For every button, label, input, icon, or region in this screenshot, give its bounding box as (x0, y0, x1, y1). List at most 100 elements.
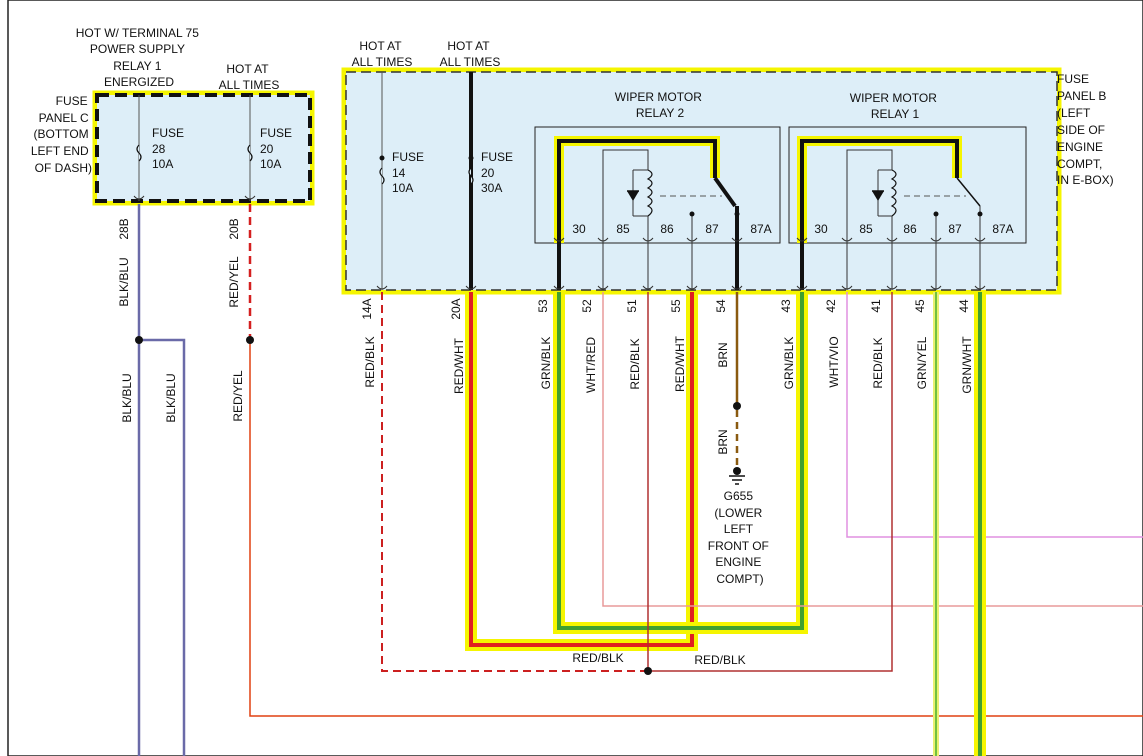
relay-1-pin-30: 30 (814, 222, 828, 236)
terminal-53: 53 (536, 299, 550, 313)
wire-blk-blu-branch (139, 338, 186, 756)
wire-label-brn-54: BRN (716, 342, 730, 367)
ground-label: G655 (LOWER LEFT FRONT OF ENGINE COMPT) (708, 489, 772, 586)
fuse-panel-c-supply-1: HOT W/ TERMINAL 75 POWER SUPPLY RELAY 1 … (76, 26, 202, 89)
wire-label-red-blk-51: RED/BLK (628, 338, 642, 389)
wire-label-brn-lower: BRN (716, 429, 730, 454)
relay-2-pin-30: 30 (572, 222, 586, 236)
wire-label-wht-red-52: WHT/RED (584, 337, 598, 393)
wire-red-blk-dashed (381, 292, 648, 672)
wire-label-blk-blu-2: BLK/BLU (164, 373, 178, 422)
relay-1-box (788, 126, 1027, 244)
fuse-panel-c (92, 90, 315, 206)
fuse-20b-node (468, 155, 474, 161)
fuse-20b-text: FUSE 20 30A (481, 150, 516, 195)
wire-label-blk-blu-top: BLK/BLU (117, 257, 131, 306)
terminal-43: 43 (779, 299, 793, 313)
terminal-45: 45 (913, 299, 927, 313)
fuse-20b-symbol (468, 167, 474, 185)
wire-label-grn-yel-45: GRN/YEL (915, 336, 929, 389)
wire-label-grn-wht-44: GRN/WHT (960, 336, 974, 394)
terminal-54: 54 (714, 299, 728, 313)
terminal-44: 44 (957, 299, 971, 313)
relay-2-coil-wire-a (602, 149, 649, 243)
wire-label-wht-vio-42: WHT/VIO (827, 336, 841, 387)
relay-2-coil (646, 169, 653, 217)
relay-2-87-dot (689, 211, 695, 217)
wire-red-wht (469, 292, 694, 647)
terminal-20a: 20A (449, 298, 463, 319)
wire-wht-vio (846, 292, 1143, 538)
brn-connector-top (733, 402, 741, 410)
fuse-14-node (379, 155, 385, 161)
wire-label-red-yel-lower: RED/YEL (231, 370, 245, 422)
fuse-20c-text: FUSE 20 10A (260, 126, 295, 171)
terminal-55: 55 (669, 299, 683, 313)
wire-label-red-blk-14a: RED/BLK (363, 336, 377, 387)
fuse-28-symbol (136, 144, 142, 162)
relay-leads (557, 243, 981, 290)
relay-1-coil (890, 169, 897, 217)
fuse-28-text: FUSE 28 10A (152, 126, 187, 171)
terminal-14a: 14A (360, 298, 374, 319)
relay-1-87a-dot (977, 211, 983, 217)
terminal-52: 52 (580, 299, 594, 313)
terminal-20b: 20B (227, 218, 241, 239)
panel-b-wire-labels: RED/BLK RED/WHT GRN/BLK WHT/RED RED/BLK … (363, 335, 974, 667)
wire-label-red-blk-right: RED/BLK (694, 653, 745, 667)
terminal-51: 51 (625, 299, 639, 313)
relay-1-pin-85: 85 (859, 222, 873, 236)
relay-2-common-path (557, 139, 717, 243)
wire-red-blk-r1 (648, 292, 893, 672)
relay-2-pin-87: 87 (705, 222, 719, 236)
relay-2-title: WIPER MOTOR RELAY 2 (615, 90, 705, 120)
wire-red-yel (249, 340, 1143, 717)
relay-1-diode (872, 191, 884, 201)
connector-chevrons (133, 195, 986, 290)
relay-1-pin-87a: 87A (992, 222, 1013, 236)
wire-label-red-wht-55: RED/WHT (673, 335, 687, 392)
relay-2-pin-labels: 30 85 86 87 87A (572, 222, 771, 236)
fuse-14-symbol (379, 167, 385, 185)
wire-wht-red (602, 292, 1143, 607)
terminal-41: 41 (869, 299, 883, 313)
panel-b-terminal-labels: 14A 20A 53 52 51 55 54 43 42 41 45 44 (360, 298, 971, 319)
fuse-panel-b-supply-2: HOT AT ALL TIMES (440, 39, 501, 69)
wire-label-red-blk-41: RED/BLK (871, 337, 885, 388)
fuse-panel-c-supply-2: HOT AT ALL TIMES (219, 62, 280, 92)
splice-red-yel (246, 336, 254, 344)
terminal-28b: 28B (117, 218, 131, 239)
splice-red-blk (644, 667, 652, 675)
wire-label-red-wht-20a: RED/WHT (452, 337, 466, 394)
relay-2-pin-86: 86 (660, 222, 674, 236)
relay-2-pin-87a: 87A (750, 222, 771, 236)
wire-label-grn-blk-53: GRN/BLK (539, 337, 553, 390)
relay-1-87-dot (933, 211, 939, 217)
fuse-panel-c-title: FUSE PANEL C (BOTTOM LEFT END OF DASH) (31, 94, 92, 175)
relay-2-87a-dot (734, 211, 740, 217)
relay-1-coil-wire-a (846, 149, 893, 243)
fuse-14-text: FUSE 14 10A (392, 150, 427, 195)
wire-label-blk-blu-1: BLK/BLU (120, 373, 134, 422)
relay-2-switch-arm (713, 176, 737, 208)
splice-blk-blu (135, 336, 143, 344)
fuse-panel-c-box (95, 93, 312, 203)
terminal-42: 42 (824, 299, 838, 313)
relay-2-diode (627, 191, 639, 201)
relay-1-title: WIPER MOTOR RELAY 1 (850, 91, 940, 121)
fuse-20-panel-c (247, 95, 253, 201)
relay-1-switch-arm (956, 177, 981, 207)
ground-icon (729, 475, 745, 485)
fuse-panel-b-supply-1: HOT AT ALL TIMES (352, 39, 413, 69)
wire-label-grn-blk-43: GRN/BLK (782, 337, 796, 390)
wire-grn-blk (557, 292, 804, 630)
relay-1-pin-87: 87 (948, 222, 962, 236)
wire-label-red-blk-left: RED/BLK (572, 651, 623, 665)
relay-1-pin-labels: 30 85 86 87 87A (814, 222, 1013, 236)
relay-2-box (534, 126, 781, 244)
relay-1-pin-86: 86 (903, 222, 917, 236)
fuse-panel-b-title: FUSE PANEL B (LEFT SIDE OF ENGINE COMPT,… (1057, 72, 1114, 187)
ground-node (733, 467, 741, 475)
relay-1-common-path (800, 139, 959, 243)
